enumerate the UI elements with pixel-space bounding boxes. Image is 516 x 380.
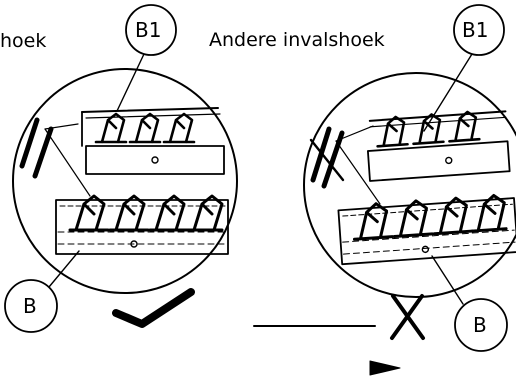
- right-lower-strip: [337, 193, 516, 266]
- check-mark-icon: [112, 288, 195, 328]
- left-b1-bubble: [125, 4, 177, 56]
- right-detail-circle: [303, 72, 516, 298]
- left-b-label: B: [23, 294, 37, 318]
- left-detail: [4, 4, 238, 333]
- right-lower-clips: [352, 193, 508, 241]
- right-b-bubble: [454, 298, 508, 352]
- right-b-label: B: [473, 313, 487, 337]
- left-lower-clips: [68, 194, 224, 232]
- right-b1-bubble: [453, 4, 505, 56]
- right-caption: Andere invalshoek: [209, 29, 385, 51]
- left-lower-strip: [55, 194, 229, 255]
- cross-mark-icon: [390, 294, 425, 340]
- right-upper-strip: [366, 110, 511, 182]
- left-upper-clips: [94, 112, 196, 144]
- left-b1-label: B1: [135, 18, 162, 42]
- right-upper-clips: [376, 110, 481, 148]
- left-detail-circle: [12, 68, 238, 294]
- right-detail: [253, 4, 516, 376]
- left-upper-strip: [81, 107, 225, 175]
- left-b-bubble: [4, 279, 58, 333]
- right-b1-label: B1: [462, 18, 489, 42]
- arrow-right-icon: [369, 360, 401, 376]
- left-caption-fragment: hoek: [0, 30, 47, 52]
